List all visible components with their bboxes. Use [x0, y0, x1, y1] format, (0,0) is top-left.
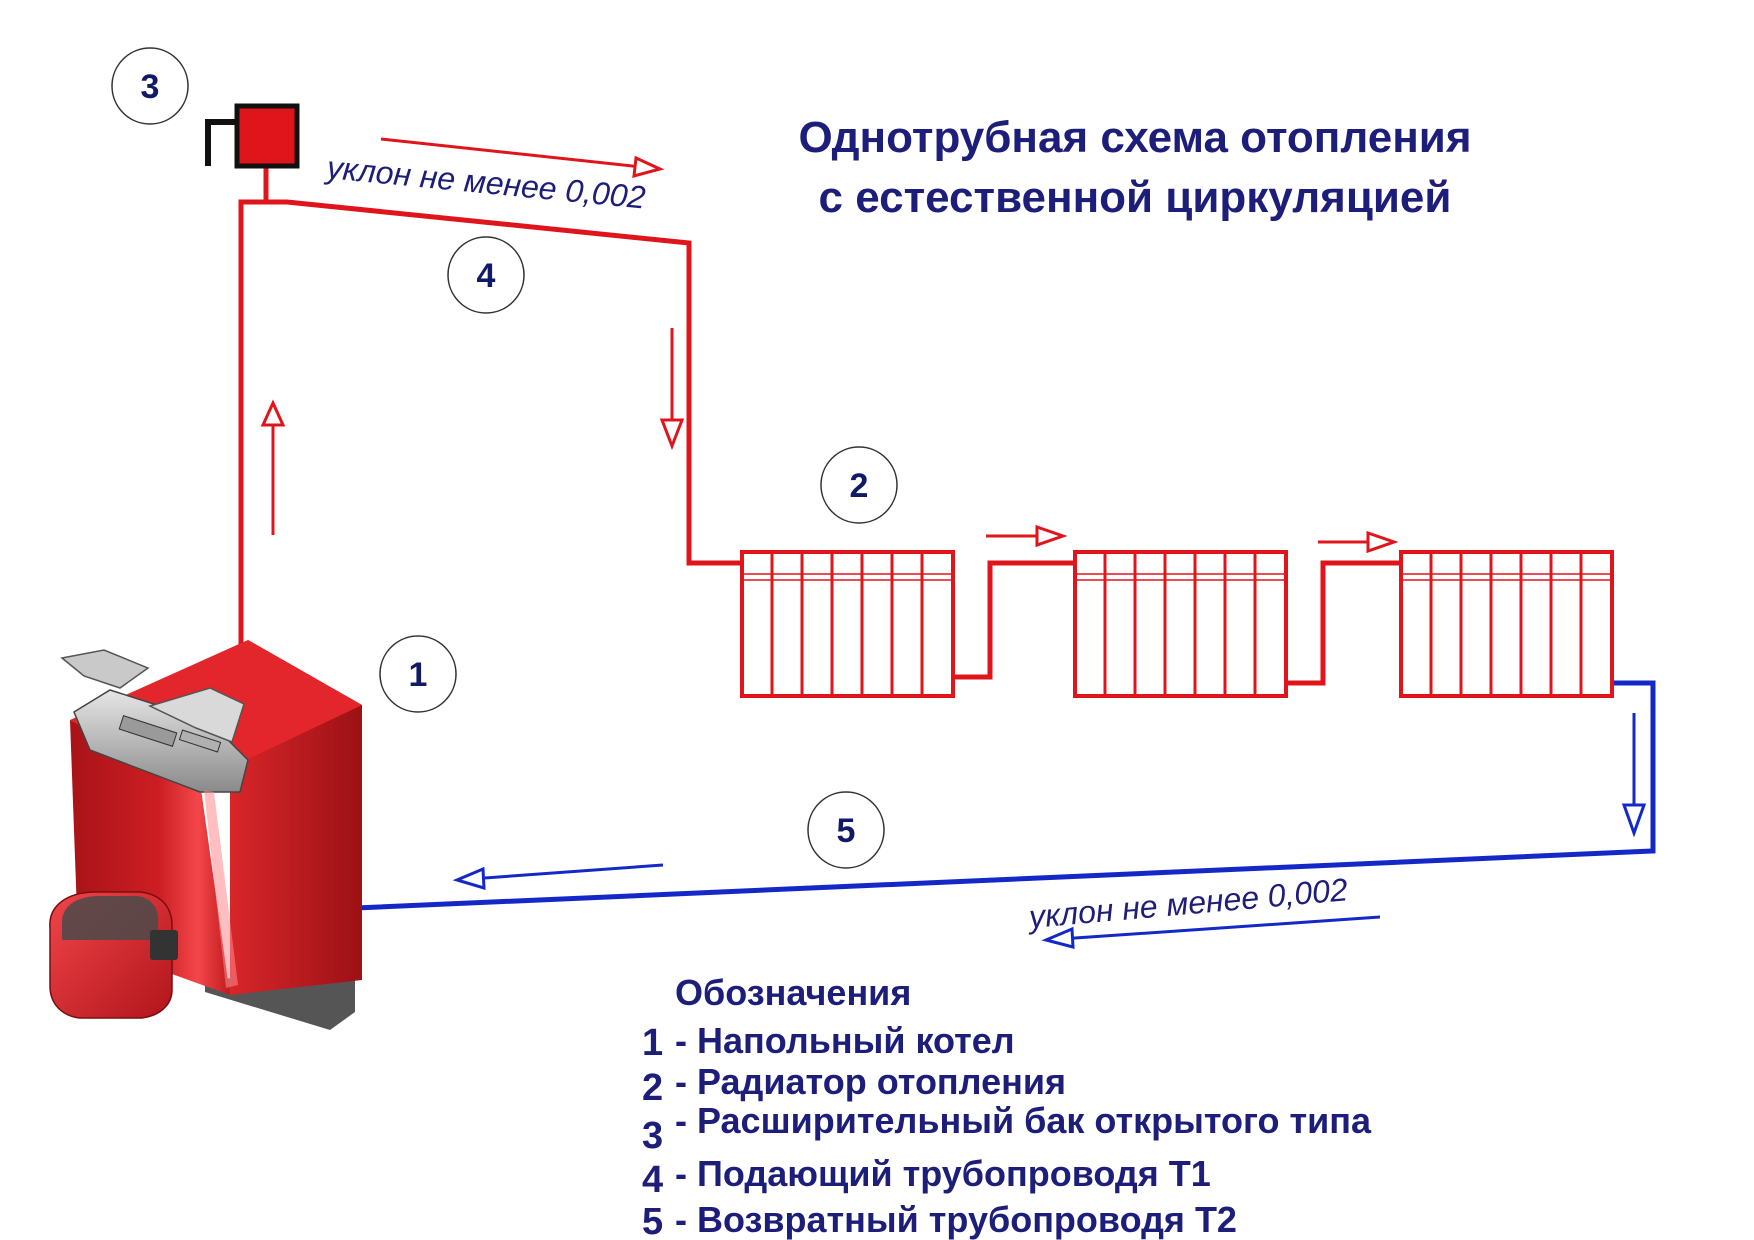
title-line-1: Однотрубная схема отопления: [798, 113, 1471, 162]
tank-overflow-pipe: [205, 119, 238, 166]
title-line-2: с естественной циркуляцией: [819, 173, 1452, 222]
radiator-2: [1073, 550, 1288, 698]
arrow-down-return-icon: [1621, 713, 1647, 838]
legend-item-text-2: - Радиатор отопления: [675, 1061, 1066, 1102]
diagram-title: Однотрубная схема отопления с естественн…: [798, 113, 1471, 222]
legend-item-text-3: - Расширительный бак открытого типа: [675, 1100, 1372, 1141]
legend-item-num-5: 5: [642, 1201, 663, 1240]
legend-item-num-3: 3: [642, 1115, 663, 1157]
arrow-right-icon-2: [1318, 530, 1399, 554]
expansion-tank-body: [234, 103, 300, 169]
return-pipeline: [355, 680, 1656, 911]
supply-pipeline: [238, 165, 1401, 686]
legend-item-num-1: 1: [642, 1022, 663, 1064]
arrow-up-icon: [260, 399, 286, 535]
boiler-burner: [49, 891, 178, 1019]
svg-text:3: 3: [141, 68, 160, 106]
arrow-down-icon: [659, 328, 685, 451]
marker-tank: 3: [111, 47, 189, 125]
floor-boiler: [49, 640, 362, 1030]
return-pipe: [355, 680, 1656, 911]
legend-item-text-5: - Возвратный трубопроводя Т2: [675, 1199, 1237, 1240]
supply-riser: [238, 199, 742, 660]
legend-item-num-4: 4: [642, 1159, 663, 1201]
arrow-left-slope-icon: [1041, 915, 1381, 949]
legend-item-text-1: - Напольный котел: [675, 1020, 1015, 1061]
legend-item-text-4: - Подающий трубопроводя Т1: [675, 1153, 1211, 1194]
marker-return: 5: [807, 791, 885, 869]
flow-arrows: [260, 137, 1647, 949]
arrow-right-icon-1: [986, 524, 1068, 548]
legend-item-num-2: 2: [642, 1067, 663, 1109]
expansion-tank: [205, 103, 300, 169]
arrow-left-icon: [452, 863, 664, 891]
slope-label-bottom: уклон не менее 0,002: [1025, 871, 1349, 935]
slope-label-top: уклон не менее 0,002: [323, 149, 647, 216]
svg-text:2: 2: [850, 467, 869, 505]
arrow-right-slope-icon: [380, 137, 665, 179]
radiator-3: [1399, 550, 1614, 698]
svg-text:5: 5: [837, 812, 856, 850]
boiler-flap: [60, 649, 150, 689]
svg-text:1: 1: [409, 656, 428, 694]
marker-supply: 4: [447, 236, 525, 314]
radiator-1: [740, 550, 955, 698]
marker-radiator: 2: [820, 446, 898, 524]
radiator-link-2: [1286, 560, 1401, 686]
svg-text:4: 4: [477, 257, 496, 295]
radiator-link-1: [953, 560, 1075, 680]
legend-title: Обозначения: [675, 972, 911, 1013]
marker-boiler: 1: [379, 635, 457, 713]
legend: Обозначения 1 - Напольный котел 2 - Ради…: [642, 972, 1372, 1240]
